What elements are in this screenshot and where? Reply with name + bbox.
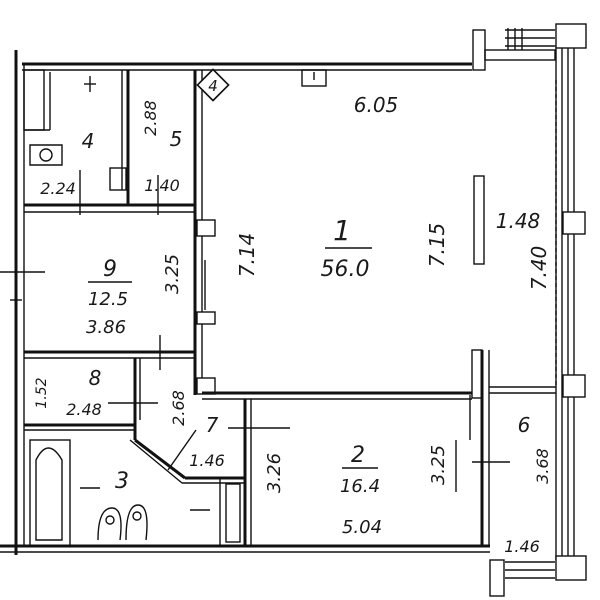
marker-4: 4: [196, 68, 230, 102]
room-7-dim-side: 2.68: [169, 390, 188, 426]
room-1-dim-width: 6.05: [354, 93, 399, 117]
room-2-dim-bottom: 5.04: [342, 517, 382, 538]
room-5-dim-side: 2.88: [141, 100, 160, 136]
room-5-number: 5: [170, 127, 183, 151]
room-6-number: 6: [518, 413, 531, 437]
room-4-dim-bottom: 2.24: [40, 179, 76, 198]
room-1-dim-right: 7.15: [425, 223, 449, 268]
room-1-number: 1: [333, 214, 351, 247]
room-7-dim-bottom: 1.46: [189, 451, 225, 470]
room-9-area: 12.5: [88, 289, 128, 310]
room-1-area: 56.0: [321, 257, 370, 282]
dimension-ticks: [79, 170, 510, 511]
room-9-dim-side: 3.25: [162, 254, 183, 294]
room-9-dim-bottom: 3.86: [86, 317, 126, 338]
room-6-dim-bottom: 1.46: [504, 537, 540, 556]
marker-label: 4: [208, 77, 218, 95]
room-7-number: 7: [206, 413, 219, 437]
room-2-area: 16.4: [340, 476, 380, 497]
room-8-number: 8: [89, 366, 102, 390]
room-3-number: 3: [115, 469, 129, 494]
room-1-dim-window: 1.48: [496, 209, 541, 233]
room-8-dim-side: 1.52: [34, 377, 50, 408]
room-9-number: 9: [103, 257, 117, 282]
room-6-dim-side: 3.68: [533, 448, 552, 484]
room-5-dim-bottom: 1.40: [144, 176, 180, 195]
room-1-dim-left: 7.14: [235, 233, 259, 278]
walls: [0, 23, 587, 597]
room-2-dim-right: 3.25: [428, 445, 449, 485]
room-2-number: 2: [351, 443, 365, 468]
room-8-dim-bottom: 2.48: [66, 400, 102, 419]
room-2-dim-left: 3.26: [264, 453, 285, 493]
room-4-number: 4: [82, 129, 95, 153]
room-1-dim-window-wall: 7.40: [527, 246, 551, 291]
